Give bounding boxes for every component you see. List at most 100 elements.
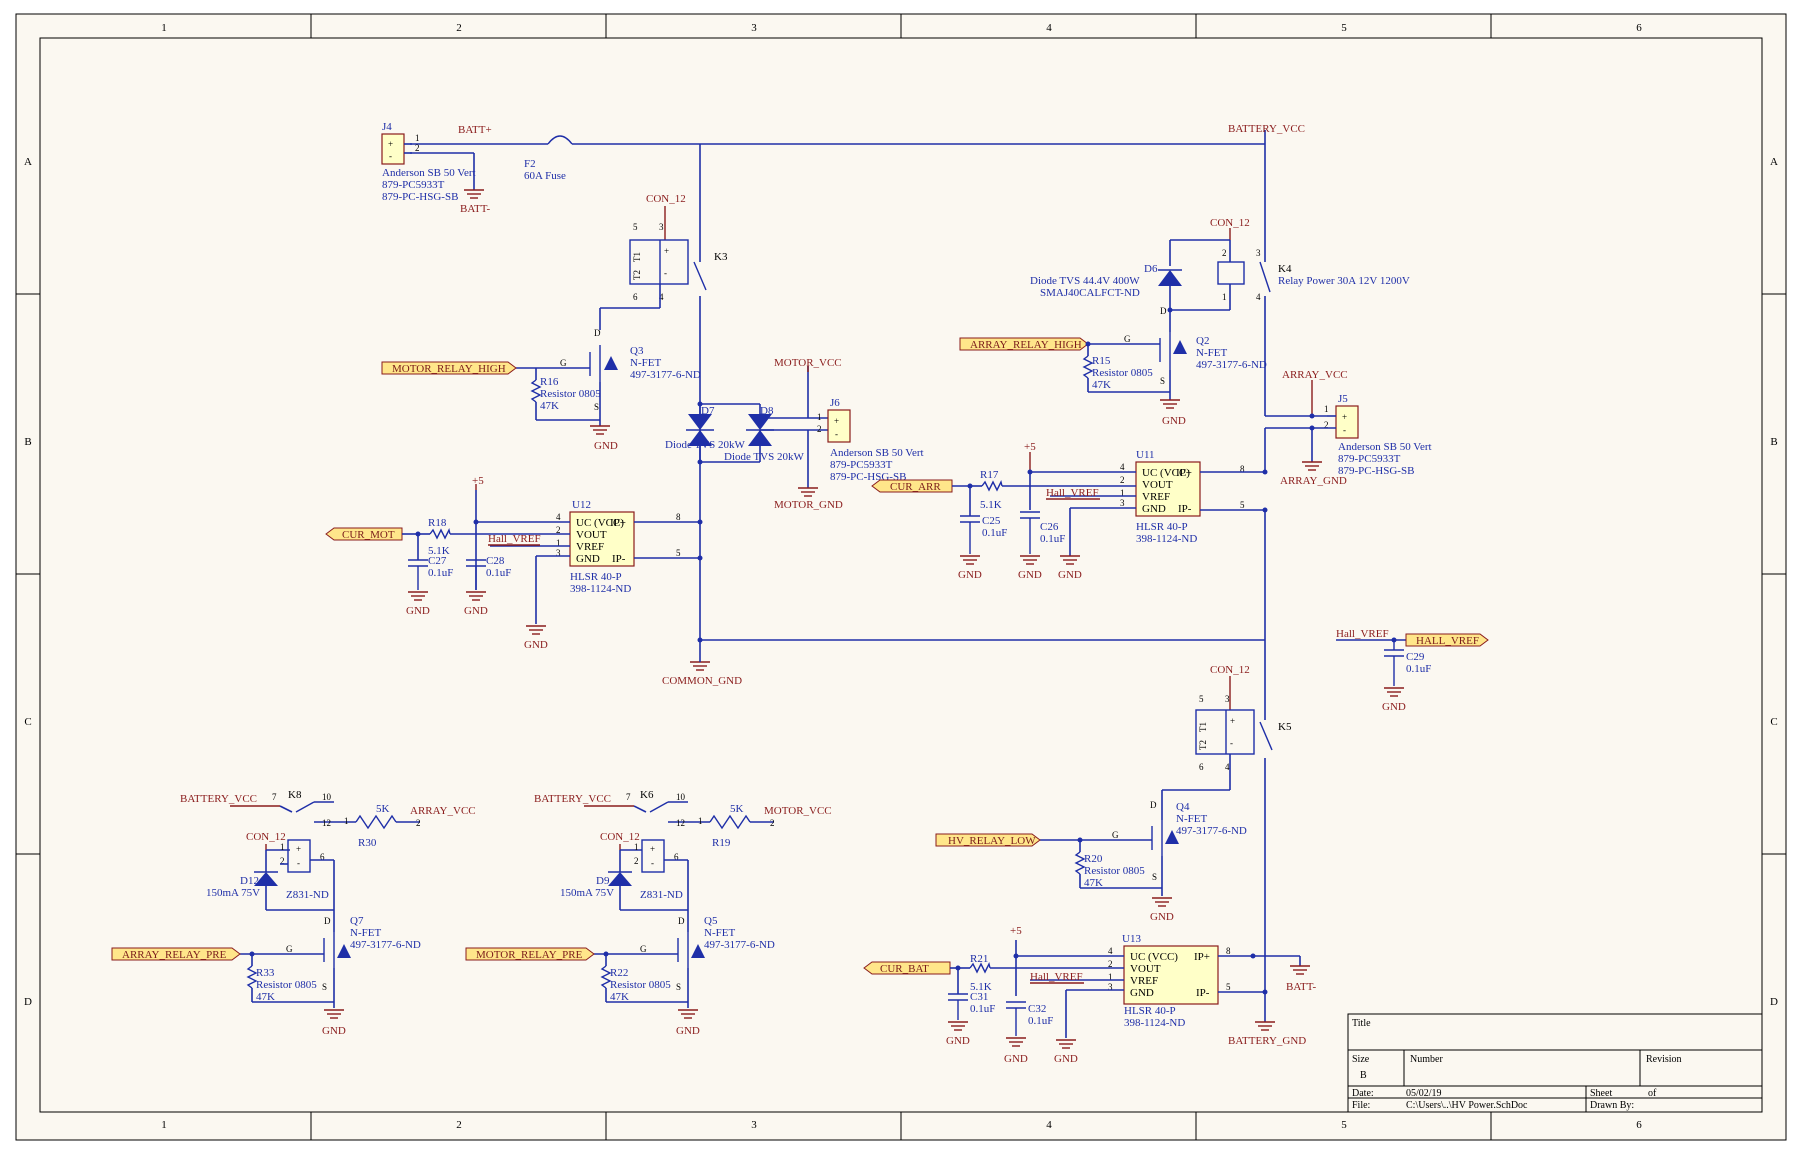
svg-text:47K: 47K [1092, 379, 1111, 391]
svg-text:VREF: VREF [1142, 491, 1170, 503]
tb-of-label: of [1648, 1088, 1657, 1099]
svg-text:5: 5 [1199, 694, 1204, 704]
gnd-symbol-q4 [1152, 897, 1172, 907]
svg-text:G: G [1124, 334, 1131, 344]
svg-text:CON_12: CON_12 [1210, 664, 1250, 676]
svg-text:1: 1 [280, 842, 285, 852]
connector-j4: + - 1 2 J4 Anderson SB 50 Vert 879-PC593… [381, 121, 476, 203]
nfet-q3: D S G Q3 N-FET 497-3177-6-ND [560, 307, 701, 420]
svg-text:1: 1 [817, 412, 822, 422]
svg-text:Anderson SB 50 Vert: Anderson SB 50 Vert [1338, 441, 1432, 453]
net-motor-vcc: MOTOR_VCC [774, 357, 842, 369]
net-array-gnd: ARRAY_GND [1280, 475, 1347, 487]
sheet-inner-border [39, 37, 1763, 1113]
r16-value: 47K [540, 400, 559, 412]
svg-text:0.1uF: 0.1uF [1040, 533, 1065, 545]
svg-text:UC (VCC): UC (VCC) [1130, 951, 1178, 963]
svg-text:SMAJ40CALFCT-ND: SMAJ40CALFCT-ND [1040, 287, 1140, 299]
svg-text:C25: C25 [982, 515, 1001, 527]
svg-text:-: - [297, 858, 300, 868]
net-batt-minus-bottom: BATT- [1286, 981, 1316, 993]
svg-text:CON_12: CON_12 [1210, 217, 1250, 229]
svg-text:1: 1 [556, 538, 561, 548]
r16-ref: R16 [540, 376, 559, 388]
svg-text:6: 6 [674, 852, 679, 862]
svg-text:GND: GND [322, 1025, 346, 1037]
svg-text:4: 4 [1225, 762, 1230, 772]
svg-text:C26: C26 [1040, 521, 1059, 533]
svg-text:U13: U13 [1122, 933, 1141, 945]
svg-text:5: 5 [676, 548, 681, 558]
svg-text:CUR_BAT: CUR_BAT [880, 963, 929, 975]
svg-text:-: - [835, 429, 838, 439]
svg-text:C32: C32 [1028, 1003, 1046, 1015]
hall-vref-u12: Hall_VREF [488, 533, 541, 545]
svg-text:6: 6 [320, 852, 325, 862]
svg-text:R21: R21 [970, 953, 988, 965]
svg-text:150mA 75V: 150mA 75V [560, 887, 614, 899]
d8-value: Diode TVS 20kW [724, 451, 804, 463]
svg-text:-: - [651, 858, 654, 868]
plus5-u12: +5 [472, 475, 484, 487]
svg-text:HV_RELAY_LOW: HV_RELAY_LOW [948, 835, 1036, 847]
net-common-gnd: COMMON_GND [662, 675, 742, 687]
col-label-bottom-2: 2 [456, 1119, 462, 1131]
svg-text:K5: K5 [1278, 721, 1292, 733]
nfet-q2: D S G Q2 N-FET 497-3177-6-ND [1088, 306, 1267, 392]
r20-symbol [1074, 851, 1086, 875]
port-array-relay-high: ARRAY_RELAY_HIGH [959, 337, 1089, 351]
svg-text:CUR_ARR: CUR_ARR [890, 481, 941, 493]
gnd-symbols-u11 [960, 555, 1080, 565]
svg-text:GND: GND [1130, 987, 1154, 999]
svg-text:HLSR 40-P: HLSR 40-P [1136, 521, 1188, 533]
k3-ref: K3 [714, 251, 728, 263]
svg-text:U12: U12 [572, 499, 591, 511]
svg-text:6: 6 [1199, 762, 1204, 772]
svg-text:GND: GND [1004, 1053, 1028, 1065]
svg-text:C27: C27 [428, 555, 447, 567]
tb-date-label: Date: [1352, 1088, 1374, 1099]
svg-text:2: 2 [770, 818, 775, 828]
col-label-bottom-6: 6 [1636, 1119, 1642, 1131]
svg-text:5.1K: 5.1K [970, 981, 992, 993]
svg-text:+: + [664, 246, 669, 256]
svg-text:12: 12 [322, 818, 331, 828]
port-hv-relay-low: HV_RELAY_LOW [935, 833, 1041, 847]
svg-text:150mA 75V: 150mA 75V [206, 887, 260, 899]
u12-wires [417, 490, 700, 624]
r16-symbol [530, 379, 542, 403]
hall-vref-u11: Hall_VREF [1046, 487, 1099, 499]
cap-c28 [466, 559, 486, 590]
svg-text:N-FET: N-FET [1176, 813, 1207, 825]
col-label-bottom-3: 3 [751, 1119, 757, 1131]
svg-text:D6: D6 [1144, 263, 1158, 275]
svg-text:10: 10 [322, 792, 332, 802]
svg-text:Resistor 0805: Resistor 0805 [1084, 865, 1145, 877]
d7-value: Diode TVS 20kW [665, 439, 745, 451]
j4-line2: 879-PC5933T [382, 179, 445, 191]
net-array-vcc: ARRAY_VCC [1282, 369, 1348, 381]
current-sensor-u13: UC (VCC) VOUT VREF GND IP+ IP- U13 HLSR … [1108, 933, 1231, 1029]
svg-text:1: 1 [1120, 488, 1125, 498]
svg-text:GND: GND [1150, 911, 1174, 923]
svg-text:1: 1 [344, 816, 349, 826]
svg-text:5.1K: 5.1K [428, 545, 450, 557]
svg-text:+: + [388, 139, 393, 149]
svg-text:D: D [594, 328, 601, 338]
svg-text:ARRAY_RELAY_HIGH: ARRAY_RELAY_HIGH [970, 339, 1082, 351]
svg-text:Resistor 0805: Resistor 0805 [256, 979, 317, 991]
svg-text:D9: D9 [596, 875, 610, 887]
fuse-f2-symbol [547, 135, 573, 145]
r17-symbol [981, 479, 1003, 492]
gnd-symbol-q2 [1160, 399, 1180, 409]
svg-text:0.1uF: 0.1uF [1028, 1015, 1053, 1027]
svg-text:879-PC-HSG-SB: 879-PC-HSG-SB [1338, 465, 1414, 477]
relay-k5: CON_12 T1 T2 + - 5 3 6 4 K5 [1162, 664, 1292, 791]
svg-text:HLSR 40-P: HLSR 40-P [1124, 1005, 1176, 1017]
svg-text:47K: 47K [256, 991, 275, 1003]
svg-text:5.1K: 5.1K [980, 499, 1002, 511]
port-motor-relay-high: MOTOR_RELAY_HIGH [381, 361, 517, 375]
svg-text:CON_12: CON_12 [600, 831, 640, 843]
j4-ref: J4 [382, 121, 392, 133]
svg-text:Q4: Q4 [1176, 801, 1190, 813]
